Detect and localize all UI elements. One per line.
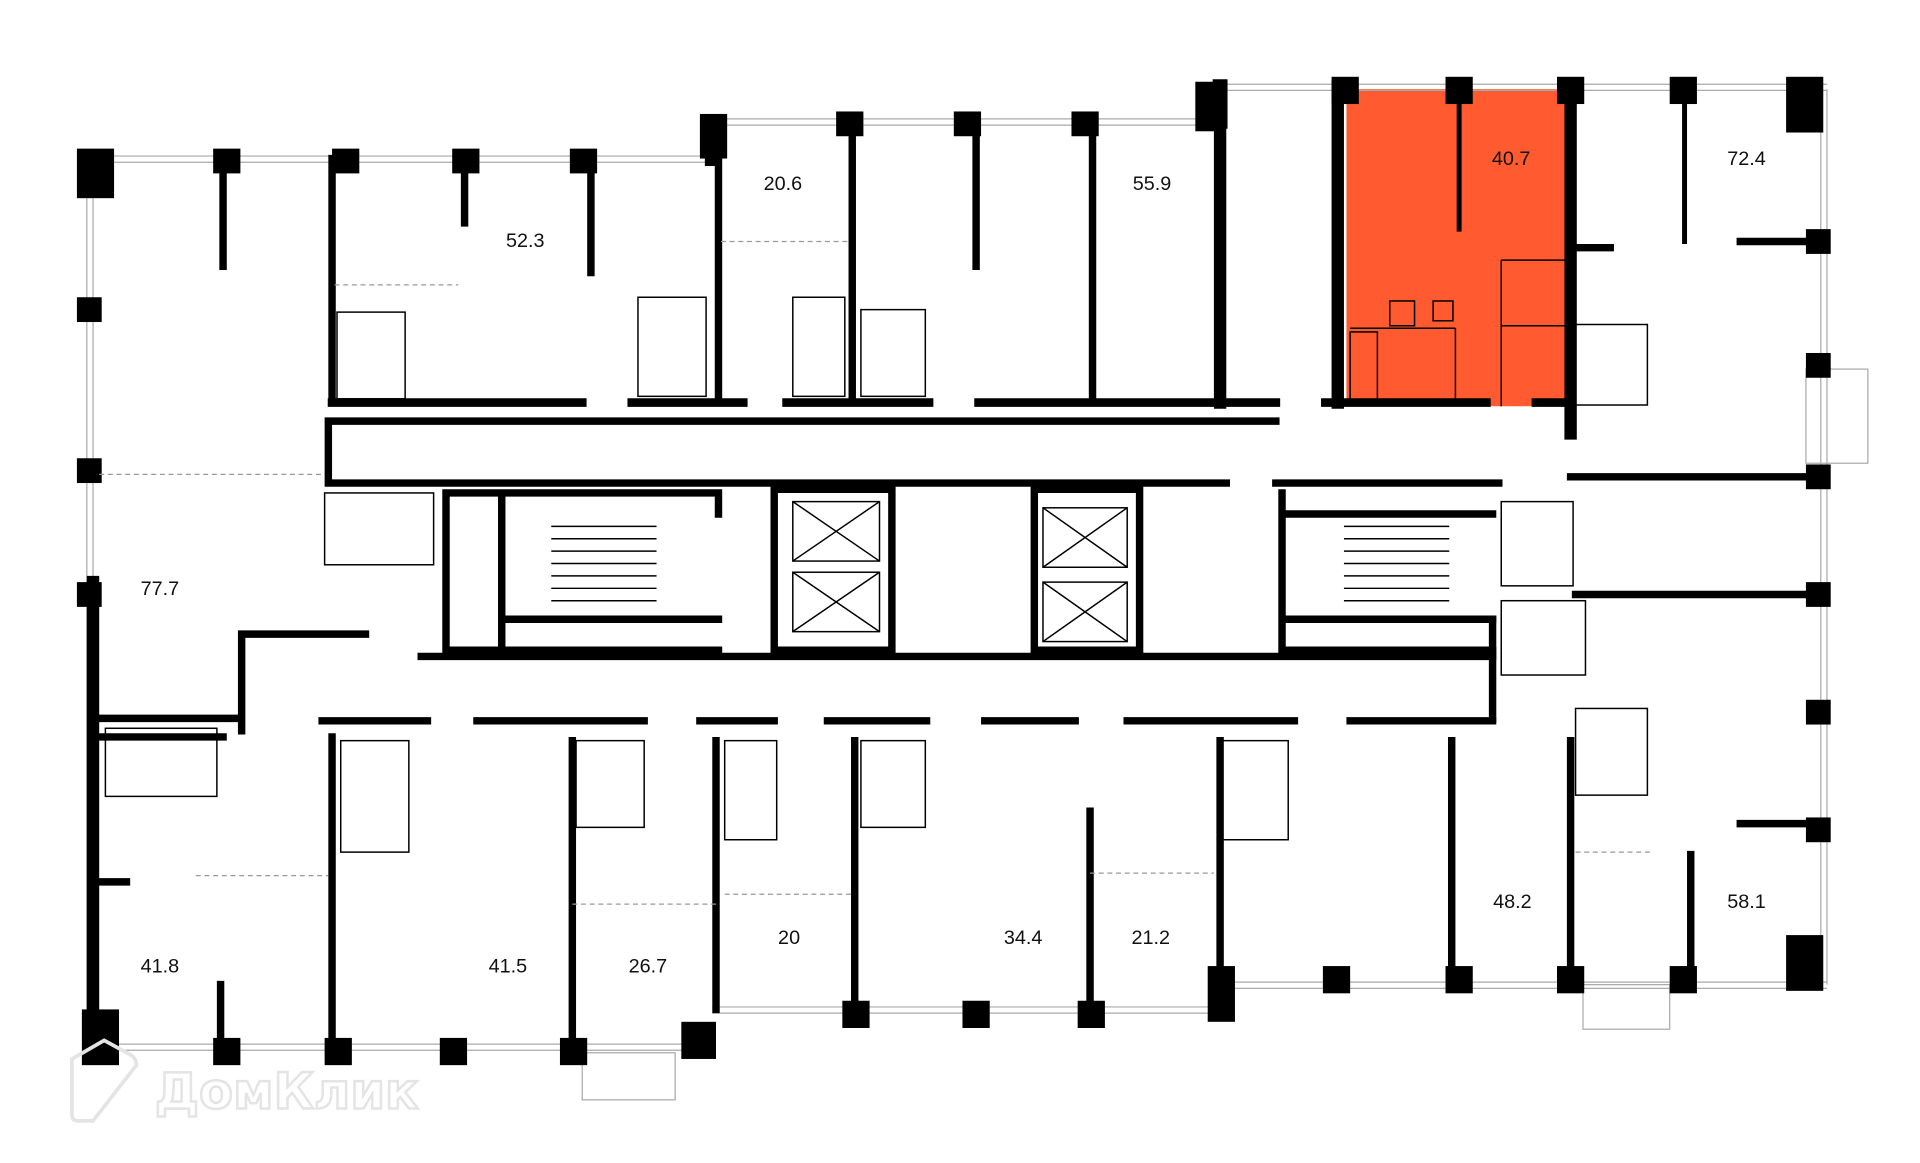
area-label-20-6: 20.6 [764, 173, 803, 195]
columns [76, 76, 1831, 1066]
area-label-58-1: 58.1 [1727, 891, 1766, 913]
area-label-20: 20 [778, 927, 800, 949]
area-label-26-7: 26.7 [629, 956, 668, 978]
area-label-77-7: 77.7 [141, 578, 180, 600]
area-label-72-4: 72.4 [1727, 148, 1766, 170]
area-label-48-2: 48.2 [1493, 891, 1532, 913]
area-label-40-7: 40.7 [1492, 148, 1531, 170]
area-label-55-9: 55.9 [1133, 173, 1172, 195]
area-label-34-4: 34.4 [1004, 927, 1043, 949]
fixtures [99, 240, 1650, 905]
area-label-21-2: 21.2 [1131, 927, 1170, 949]
house-logo-icon [70, 1038, 139, 1123]
watermark: ДомКлик [70, 1038, 420, 1123]
area-label-52-3: 52.3 [506, 230, 545, 252]
watermark-text: ДомКлик [155, 1063, 419, 1121]
area-labels: 52.3 20.6 55.9 40.7 72.4 77.7 41.8 41.5 … [141, 148, 1766, 978]
area-label-41-5: 41.5 [489, 956, 528, 978]
highlighted-apartment[interactable] [1346, 89, 1571, 407]
area-label-41-8: 41.8 [141, 956, 180, 978]
